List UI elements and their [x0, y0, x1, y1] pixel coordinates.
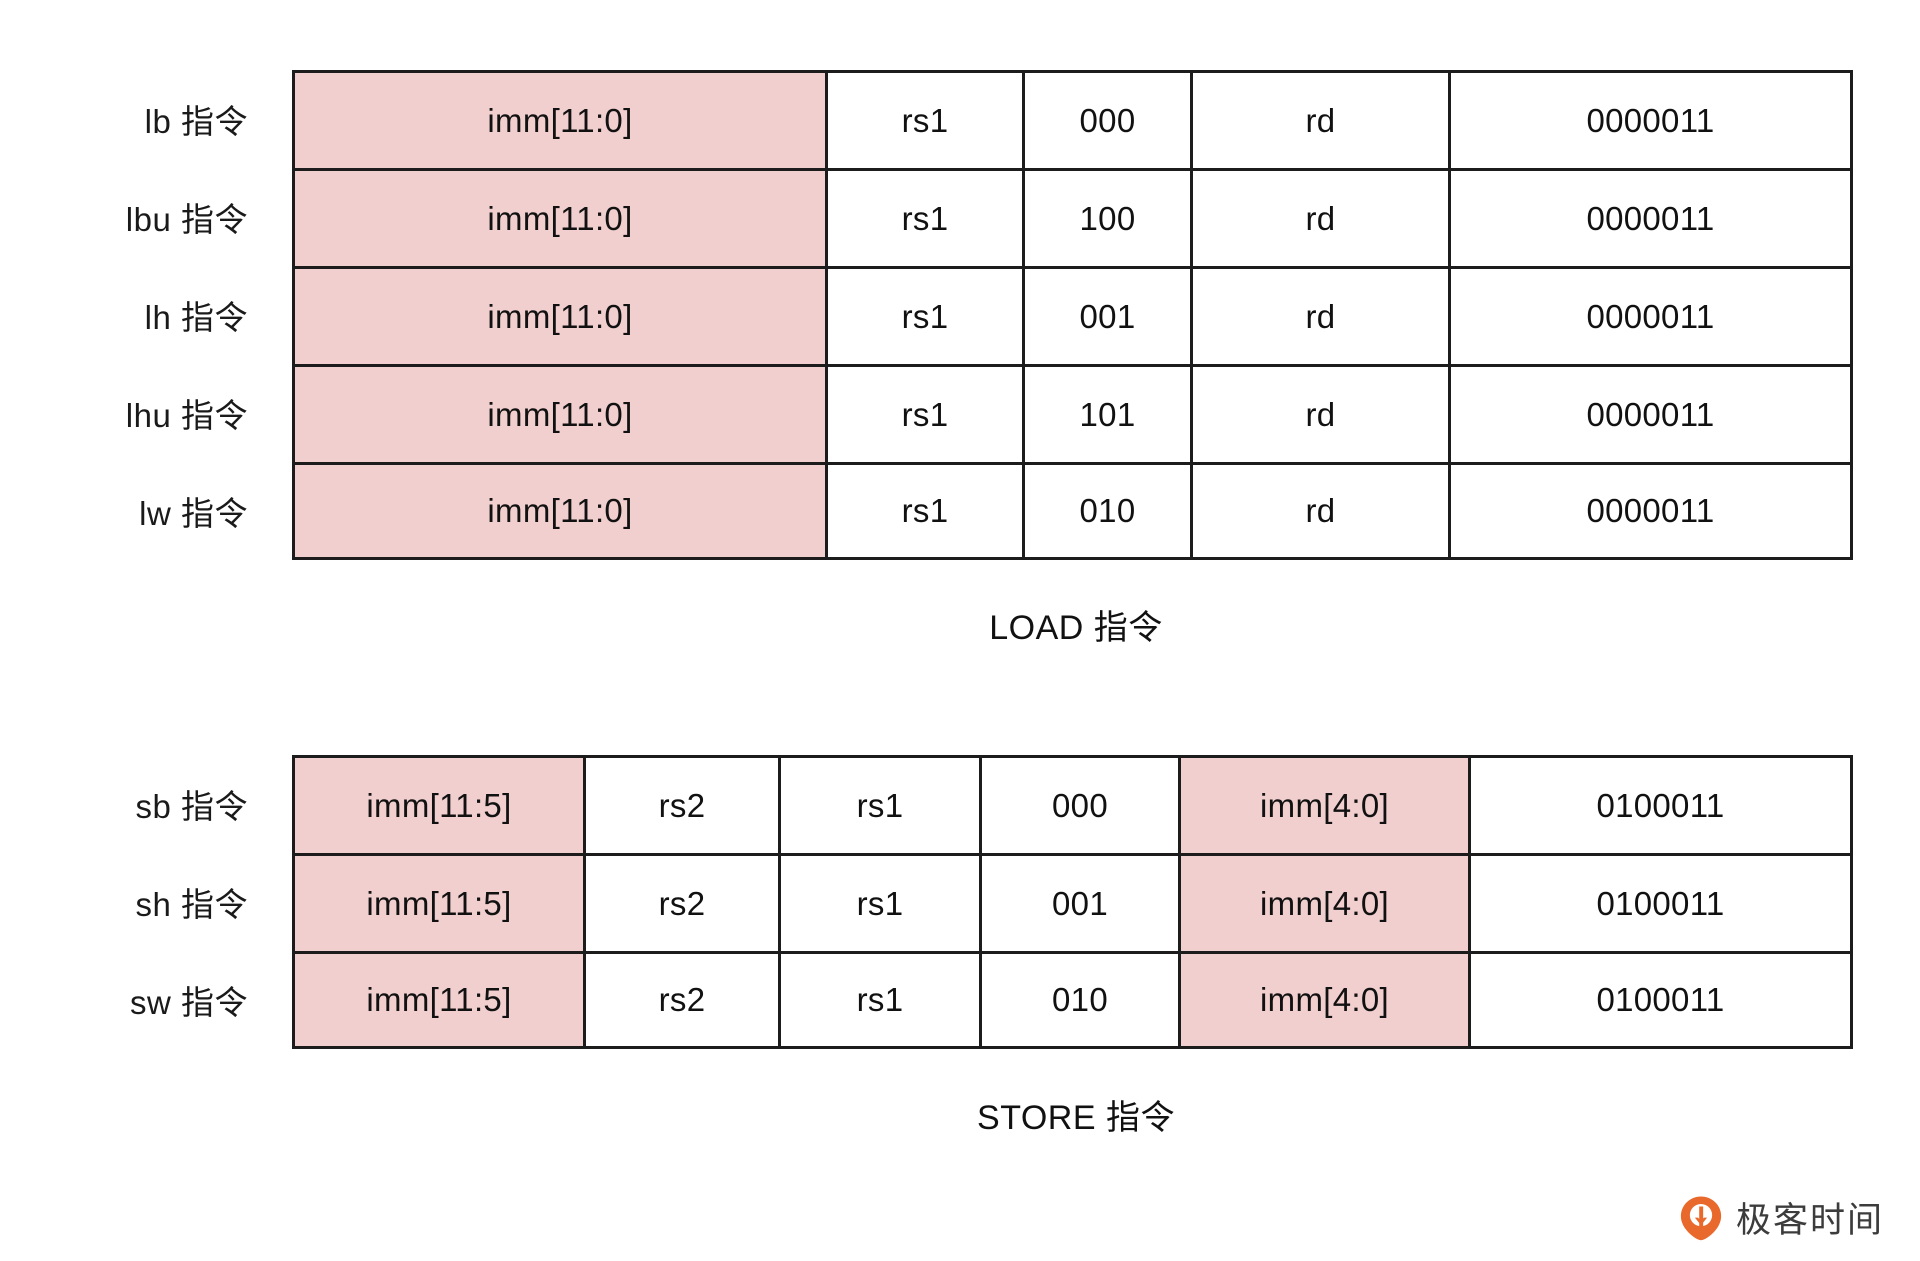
row-cells: imm[11:0] rs1 100 rd 0000011 [292, 168, 1853, 266]
watermark-text: 极客时间 [1735, 1201, 1884, 1240]
row-label-lb: lb 指令 [144, 103, 248, 140]
row-label-sh: sh 指令 [135, 886, 248, 923]
cell-rd: rd [1190, 364, 1448, 462]
load-instruction-section: lb 指令 imm[11:0] rs1 000 rd 0000011 lbu 指… [0, 70, 1920, 560]
cell-rs1: rs1 [825, 168, 1022, 266]
cell-funct3: 001 [1022, 266, 1190, 364]
store-instruction-section: sb 指令 imm[11:5] rs2 rs1 000 imm[4:0] 010… [0, 755, 1920, 1049]
cell-rs1: rs1 [825, 364, 1022, 462]
geektime-pin-icon [1678, 1195, 1724, 1241]
table-row: sh 指令 imm[11:5] rs2 rs1 001 imm[4:0] 010… [0, 853, 1920, 951]
cell-funct3: 000 [979, 755, 1178, 853]
cell-opcode: 0000011 [1448, 364, 1853, 462]
table-row: sw 指令 imm[11:5] rs2 rs1 010 imm[4:0] 010… [0, 951, 1920, 1049]
cell-opcode: 0100011 [1468, 853, 1853, 951]
load-caption: LOAD 指令 [989, 609, 1163, 647]
cell-imm-lo: imm[4:0] [1178, 755, 1468, 853]
row-label-lbu: lbu 指令 [125, 201, 248, 238]
cell-rs1: rs1 [778, 951, 979, 1049]
cell-imm-lo: imm[4:0] [1178, 951, 1468, 1049]
cell-funct3: 101 [1022, 364, 1190, 462]
cell-funct3: 001 [979, 853, 1178, 951]
cell-imm: imm[11:0] [292, 168, 825, 266]
cell-funct3: 010 [1022, 462, 1190, 560]
store-table: sb 指令 imm[11:5] rs2 rs1 000 imm[4:0] 010… [0, 755, 1920, 1049]
cell-opcode: 0000011 [1448, 462, 1853, 560]
cell-rs2: rs2 [583, 853, 778, 951]
cell-imm: imm[11:0] [292, 266, 825, 364]
cell-opcode: 0000011 [1448, 70, 1853, 168]
row-label-lw: lw 指令 [139, 495, 248, 532]
cell-rd: rd [1190, 70, 1448, 168]
row-cells: imm[11:0] rs1 001 rd 0000011 [292, 266, 1853, 364]
cell-opcode: 0100011 [1468, 755, 1853, 853]
table-row: lbu 指令 imm[11:0] rs1 100 rd 0000011 [0, 168, 1920, 266]
cell-rs1: rs1 [825, 266, 1022, 364]
watermark: 极客时间 [1678, 1192, 1884, 1243]
row-label-sb: sb 指令 [135, 788, 248, 825]
row-cells: imm[11:0] rs1 010 rd 0000011 [292, 462, 1853, 560]
row-cells: imm[11:5] rs2 rs1 000 imm[4:0] 0100011 [292, 755, 1853, 853]
store-caption: STORE 指令 [977, 1099, 1175, 1137]
cell-rs1: rs1 [825, 462, 1022, 560]
row-cells: imm[11:0] rs1 000 rd 0000011 [292, 70, 1853, 168]
cell-rs2: rs2 [583, 755, 778, 853]
cell-imm-lo: imm[4:0] [1178, 853, 1468, 951]
cell-imm: imm[11:0] [292, 70, 825, 168]
cell-rs1: rs1 [778, 755, 979, 853]
cell-imm-hi: imm[11:5] [292, 853, 583, 951]
cell-rd: rd [1190, 168, 1448, 266]
cell-rs2: rs2 [583, 951, 778, 1049]
cell-rs1: rs1 [778, 853, 979, 951]
row-cells: imm[11:5] rs2 rs1 010 imm[4:0] 0100011 [292, 951, 1853, 1049]
cell-opcode: 0100011 [1468, 951, 1853, 1049]
cell-funct3: 000 [1022, 70, 1190, 168]
cell-imm-hi: imm[11:5] [292, 951, 583, 1049]
cell-funct3: 010 [979, 951, 1178, 1049]
table-row: lh 指令 imm[11:0] rs1 001 rd 0000011 [0, 266, 1920, 364]
table-row: lb 指令 imm[11:0] rs1 000 rd 0000011 [0, 70, 1920, 168]
table-row: lhu 指令 imm[11:0] rs1 101 rd 0000011 [0, 364, 1920, 462]
table-row: sb 指令 imm[11:5] rs2 rs1 000 imm[4:0] 010… [0, 755, 1920, 853]
cell-imm: imm[11:0] [292, 462, 825, 560]
row-label-lhu: lhu 指令 [125, 397, 248, 434]
cell-opcode: 0000011 [1448, 168, 1853, 266]
row-label-sw: sw 指令 [130, 984, 248, 1021]
cell-funct3: 100 [1022, 168, 1190, 266]
cell-rs1: rs1 [825, 70, 1022, 168]
cell-rd: rd [1190, 462, 1448, 560]
cell-imm-hi: imm[11:5] [292, 755, 583, 853]
cell-imm: imm[11:0] [292, 364, 825, 462]
row-label-lh: lh 指令 [144, 299, 248, 336]
row-cells: imm[11:0] rs1 101 rd 0000011 [292, 364, 1853, 462]
cell-rd: rd [1190, 266, 1448, 364]
load-table: lb 指令 imm[11:0] rs1 000 rd 0000011 lbu 指… [0, 70, 1920, 560]
table-row: lw 指令 imm[11:0] rs1 010 rd 0000011 [0, 462, 1920, 560]
cell-opcode: 0000011 [1448, 266, 1853, 364]
row-cells: imm[11:5] rs2 rs1 001 imm[4:0] 0100011 [292, 853, 1853, 951]
